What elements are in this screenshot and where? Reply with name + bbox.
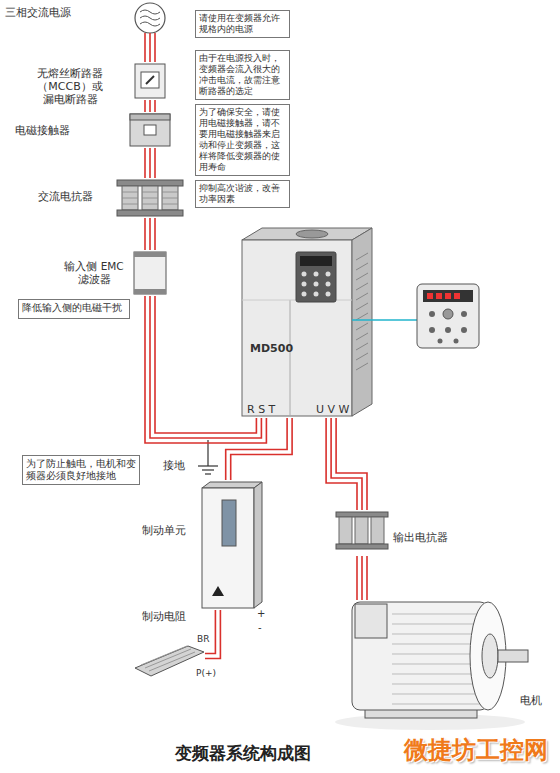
wire-bundle — [226, 418, 292, 480]
note-box: 降低输入侧的电磁干扰 — [18, 299, 130, 319]
note-text: 降低输入侧的电磁干扰 — [22, 302, 126, 313]
wire-line — [154, 218, 156, 250]
wire-line — [150, 296, 261, 438]
breaker: 无熔丝断路器（MCCB）或漏电断路器 — [132, 62, 168, 100]
emc-filter: 输入侧 EMC滤波器 — [132, 250, 168, 296]
terminal-label: - — [258, 622, 262, 633]
wire-line — [154, 148, 156, 178]
component-label: 电机 — [520, 694, 550, 707]
filter-symbol — [134, 252, 166, 294]
note-box: 为了防止触电，电机和变频器必须良好地接地 — [22, 455, 140, 485]
wire-line — [144, 100, 146, 112]
watermark: 微捷坊工控网 — [404, 734, 548, 766]
note-box: 为了确保安全，请使用电磁接触器，请不要用电磁接触器来启动和停止变频器，这样将降低… — [195, 104, 290, 176]
wire-line — [144, 218, 146, 250]
note-text: 抑制高次谐波，改善功率因素 — [199, 183, 286, 205]
component-label: 电磁接触器 — [15, 124, 85, 137]
wire-line — [231, 418, 292, 480]
motor: 电机 — [335, 600, 515, 730]
note-text: 为了防止触电，电机和变频器必须良好地接地 — [26, 458, 136, 482]
inverter-body — [242, 228, 372, 416]
terminal-label: + — [257, 608, 265, 619]
wire-line — [331, 418, 362, 510]
wire-line — [361, 556, 363, 600]
wire-line — [366, 556, 368, 600]
terminal-label: 接地 — [163, 458, 185, 473]
note-box: 抑制高次谐波，改善功率因素 — [195, 180, 290, 208]
contactor-symbol — [130, 114, 170, 146]
ac-source-symbol — [135, 3, 165, 33]
terminal-label: U V W — [316, 403, 356, 416]
wire-line — [155, 296, 256, 433]
note-box: 请使用在变频器允许规格内的电源 — [195, 10, 290, 38]
reactor-symbol — [117, 180, 183, 216]
output-reactor: 输出电抗器 — [334, 510, 390, 556]
keypad-symbol — [352, 284, 479, 348]
wire-line — [336, 418, 367, 510]
wire-line — [356, 556, 358, 600]
wire-bundle — [145, 148, 155, 178]
wire-bundle — [145, 33, 155, 62]
terminal-label: BR — [197, 634, 209, 644]
wire-bundle — [326, 418, 367, 510]
component-label: 输出电抗器 — [393, 531, 463, 544]
component-label: 制动单元 — [142, 524, 198, 537]
note-text: 请使用在变频器允许规格内的电源 — [199, 13, 286, 35]
motor-symbol — [335, 602, 528, 730]
wire-bundle — [357, 556, 367, 600]
component-label: 三相交流电源 — [5, 6, 85, 19]
power-source: 三相交流电源 — [135, 3, 165, 33]
brake-unit-body — [202, 482, 262, 608]
wire-line — [226, 418, 287, 480]
note-box: 由于在电源投入时，变频器会流入很大的冲击电流，故需注意断路器的选定 — [195, 50, 290, 100]
wire-line — [149, 33, 151, 62]
wire-line — [154, 100, 156, 112]
wire-bundle — [145, 100, 155, 112]
wire-line — [149, 100, 151, 112]
wire-line — [205, 610, 215, 654]
component-label: 交流电抗器 — [38, 190, 108, 203]
resistor-symbol — [135, 646, 204, 676]
brake-resistor: 制动电阻 — [133, 640, 205, 680]
note-text: 为了确保安全，请使用电磁接触器，请不要用电磁接触器来启动和停止变频器，这样将降低… — [199, 107, 286, 173]
note-text: 由于在电源投入时，变频器会流入很大的冲击电流，故需注意断路器的选定 — [199, 53, 286, 97]
ac-reactor: 交流电抗器 — [115, 178, 185, 218]
wire-bundle — [145, 218, 155, 250]
reactor-symbol — [336, 512, 388, 549]
diagram-title: 变频器系统构成图 — [175, 742, 311, 765]
brake-unit: 制动单元 — [200, 480, 264, 610]
terminal-label: R S T — [247, 403, 287, 416]
contactor: 电磁接触器 — [128, 112, 172, 148]
wire-line — [149, 148, 151, 178]
wire-bundle — [145, 296, 266, 443]
wire-line — [149, 218, 151, 250]
ground-symbol — [198, 440, 218, 474]
wire-line — [144, 148, 146, 178]
breaker-symbol — [135, 64, 165, 98]
component-label: 制动电阻 — [142, 610, 198, 623]
wire-line — [145, 296, 266, 443]
wire-line — [154, 33, 156, 62]
terminal-label: P(+) — [196, 668, 216, 678]
wire-line — [144, 33, 146, 62]
wire-line — [326, 418, 357, 510]
inverter: MD500 R S T U V W — [240, 228, 374, 418]
component-label: 无熔丝断路器（MCCB）或漏电断路器 — [35, 67, 105, 106]
component-label: MD500 — [250, 342, 300, 355]
component-label: 输入侧 EMC滤波器 — [62, 260, 126, 286]
